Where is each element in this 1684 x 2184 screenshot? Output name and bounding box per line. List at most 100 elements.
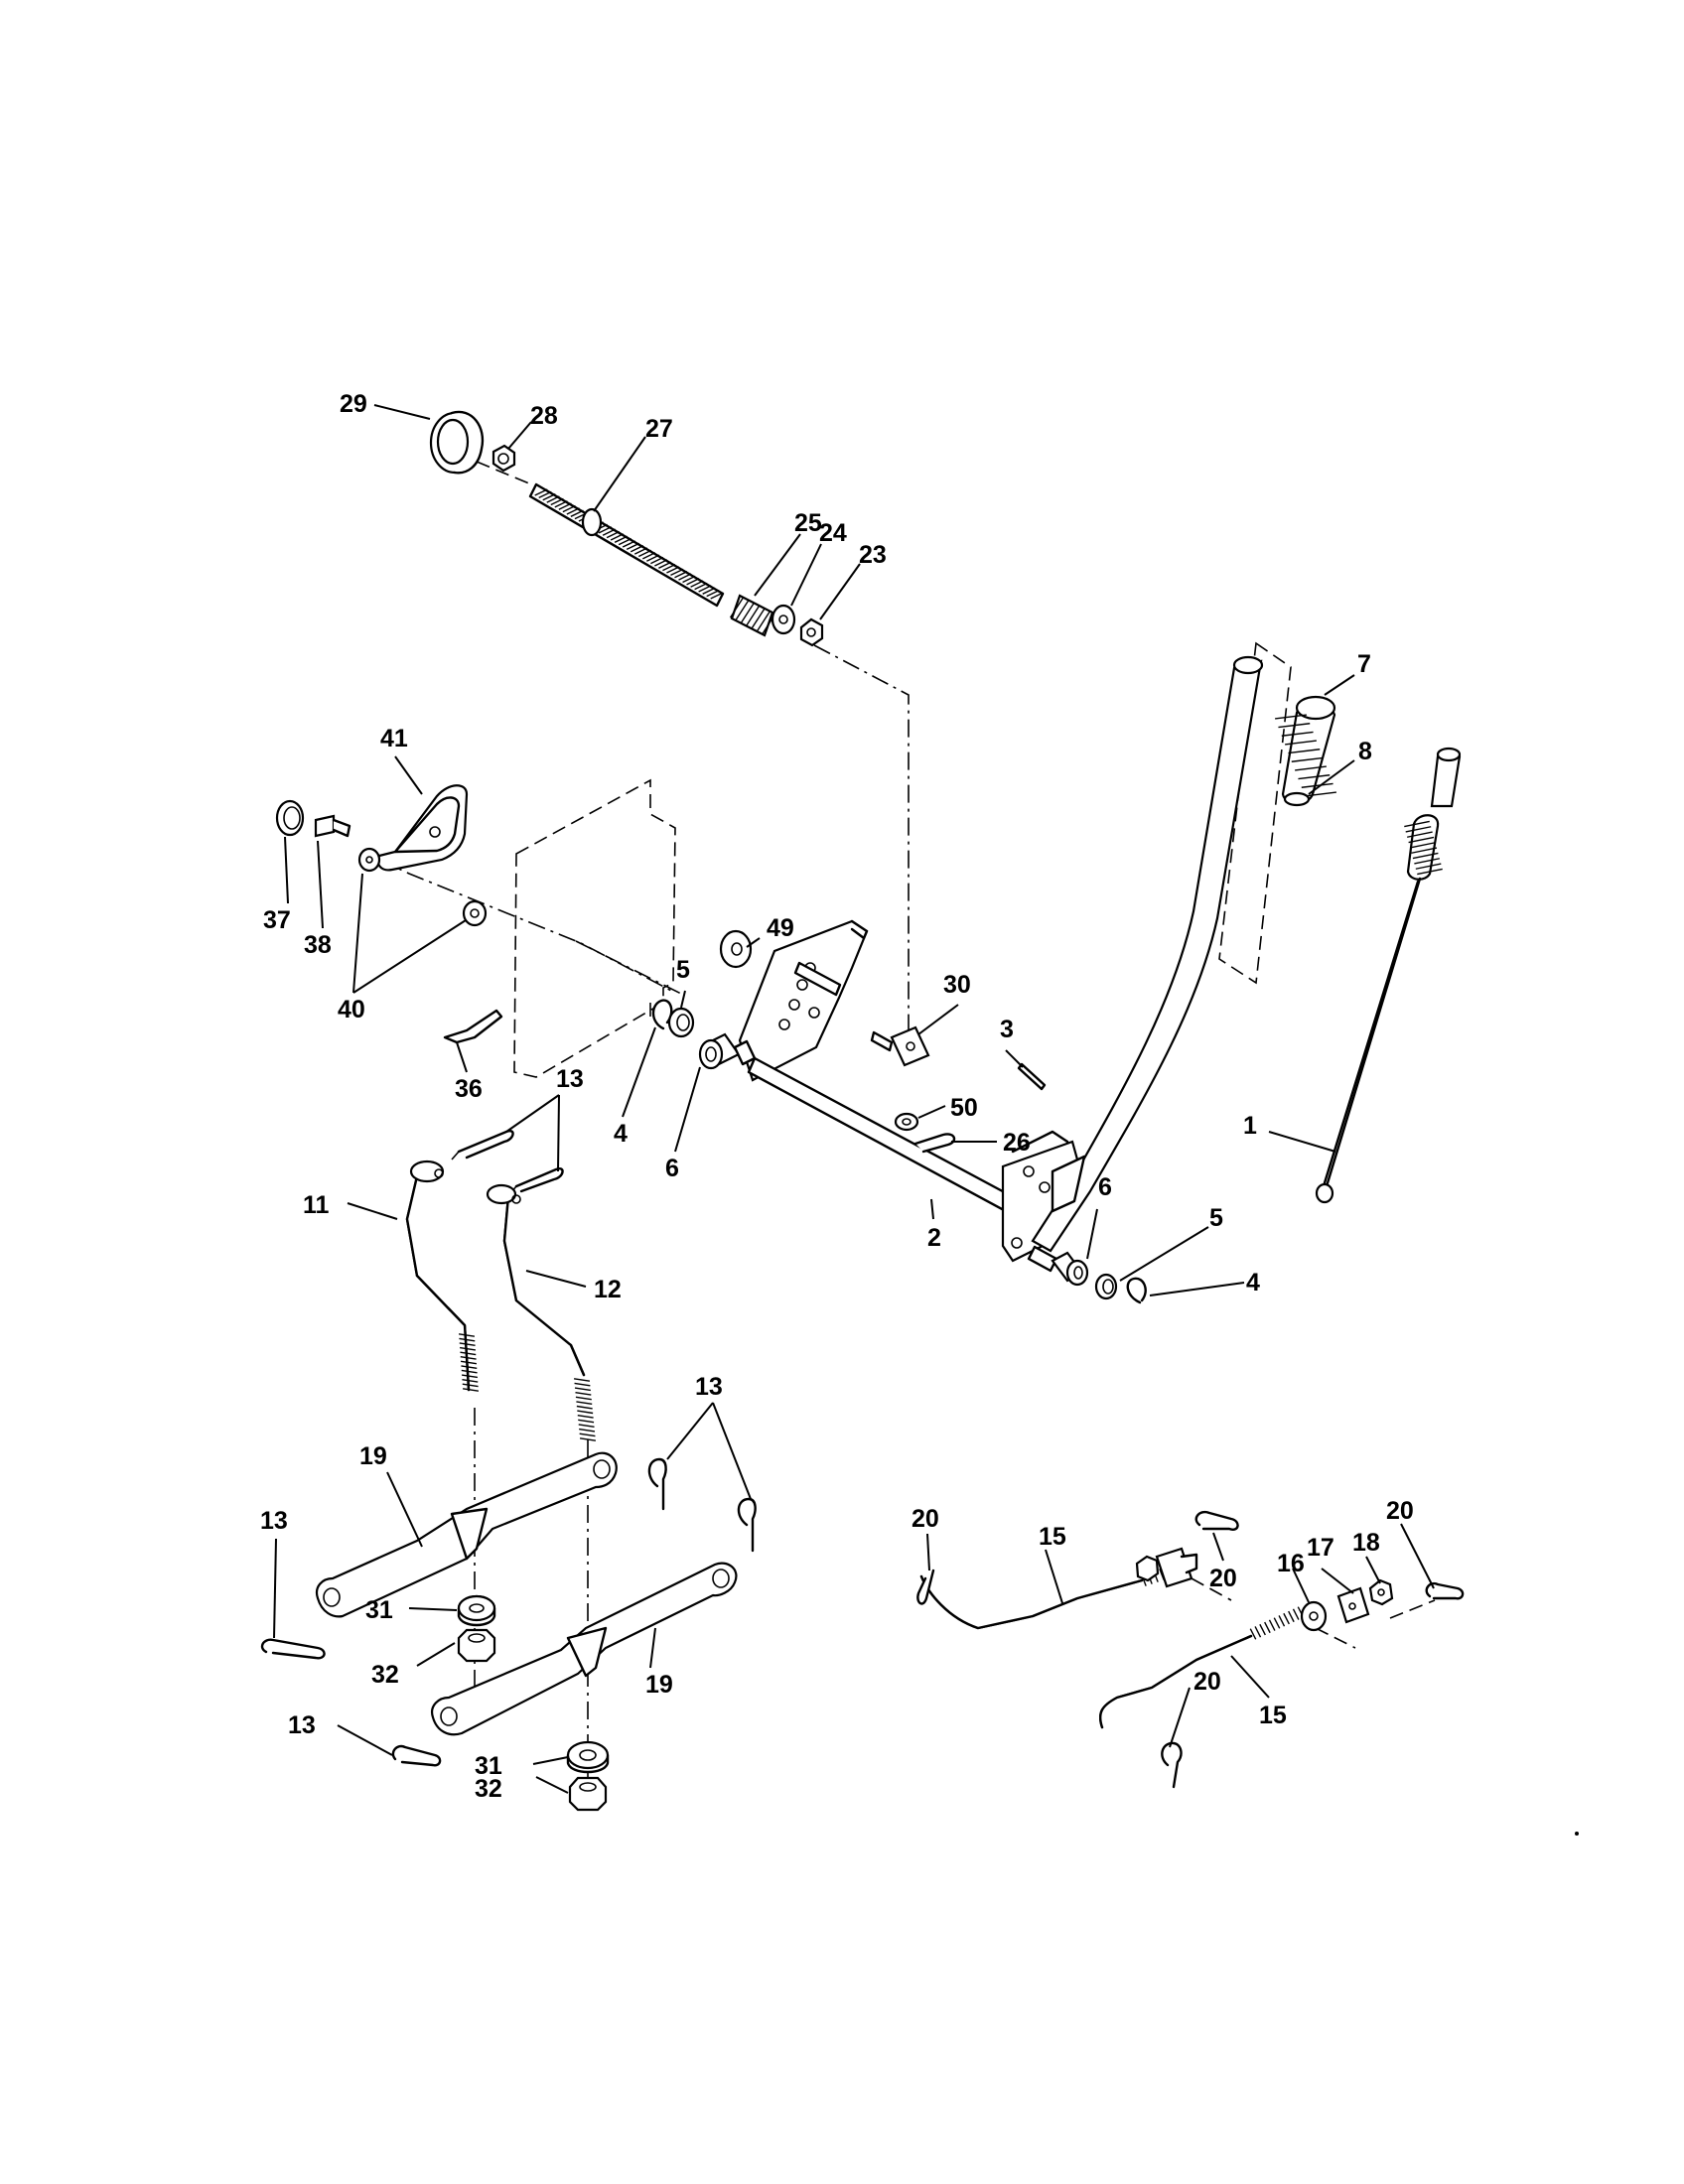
part-17-trunnion-block — [1336, 1586, 1370, 1624]
part-32-nut-lower — [568, 1776, 608, 1812]
label-41: 41 — [380, 725, 408, 752]
label-38: 38 — [304, 931, 332, 959]
frame-plate-outline — [513, 778, 676, 1078]
label-1: 1 — [1243, 1112, 1257, 1140]
part-13-hairpin-upper-left — [451, 1130, 514, 1160]
part-7-grip — [1275, 695, 1336, 805]
label-40: 40 — [338, 996, 365, 1024]
part-29-knob — [429, 410, 485, 475]
part-20-hairpin-d — [1161, 1741, 1183, 1789]
part-12-lift-link — [486, 1183, 597, 1441]
part-6-bushing-right — [1051, 1251, 1089, 1287]
part-25-spring — [729, 594, 776, 637]
part-20-hairpin-b — [1194, 1510, 1239, 1531]
part-8-ferrule — [1283, 791, 1311, 807]
part-26-hairpin — [913, 1133, 956, 1154]
label-17: 17 — [1307, 1534, 1334, 1562]
part-31-washer-lower — [566, 1740, 610, 1774]
part-19-lift-bracket-upper — [315, 1451, 618, 1618]
label-13-left: 13 — [260, 1507, 288, 1535]
label-24: 24 — [819, 519, 847, 547]
part-13-hairpin-bottom — [391, 1744, 442, 1767]
label-6-right: 6 — [1098, 1173, 1112, 1201]
label-20-c: 20 — [1386, 1497, 1414, 1525]
part-18-nut — [1368, 1578, 1394, 1606]
part-40-washer-lower — [462, 899, 488, 927]
part-38-bolt — [314, 814, 351, 838]
part-41-lift-bracket — [376, 784, 469, 872]
label-27: 27 — [645, 415, 673, 443]
label-11: 11 — [303, 1191, 330, 1219]
part-4-e-ring-right — [1126, 1277, 1147, 1304]
part-36-clip — [443, 1009, 503, 1044]
label-7: 7 — [1357, 650, 1371, 678]
part-2-lift-shaft — [733, 919, 1084, 1273]
label-20-b: 20 — [1209, 1565, 1237, 1592]
part-20-hairpin-a — [916, 1569, 935, 1605]
part-3-pin — [1017, 1062, 1047, 1091]
part-40-washer-upper — [357, 847, 381, 873]
part-16-washer — [1300, 1600, 1328, 1632]
part-13-hairpin-upper-right — [509, 1167, 564, 1194]
label-5-left: 5 — [676, 956, 690, 984]
part-50-lockwasher — [894, 1112, 919, 1132]
label-28: 28 — [530, 402, 558, 430]
callout-labels: 29 28 27 25 24 23 7 8 41 37 38 40 36 49 … — [260, 390, 1414, 1803]
lift-handle — [1031, 655, 1264, 1253]
label-50: 50 — [950, 1094, 978, 1122]
label-8: 8 — [1358, 738, 1372, 765]
label-30: 30 — [943, 971, 971, 999]
part-32-nut-upper — [457, 1628, 496, 1663]
label-20-d: 20 — [1193, 1668, 1221, 1696]
label-18: 18 — [1352, 1529, 1380, 1557]
label-29: 29 — [340, 390, 367, 418]
part-13-hairpin-mid-right — [737, 1497, 757, 1553]
label-19-lower: 19 — [645, 1671, 673, 1699]
part-15-adjust-rod-upper — [919, 1547, 1198, 1630]
part-37-ring — [275, 799, 305, 837]
label-13-upper: 13 — [556, 1065, 584, 1093]
label-12: 12 — [594, 1276, 622, 1303]
leader-lines — [273, 404, 1435, 1794]
part-24-washer — [771, 604, 796, 635]
label-26: 26 — [1003, 1129, 1031, 1157]
label-3: 3 — [1000, 1016, 1014, 1043]
part-11-lift-link — [405, 1160, 480, 1392]
label-37: 37 — [263, 906, 291, 934]
label-6-left: 6 — [665, 1155, 679, 1182]
label-5-right: 5 — [1209, 1204, 1223, 1232]
part-30-trunnion — [870, 1025, 930, 1067]
part-6-bushing-left — [698, 1032, 741, 1070]
part-27-threaded-rod — [528, 482, 725, 608]
label-49: 49 — [767, 914, 794, 942]
label-15-lower: 15 — [1259, 1702, 1287, 1729]
label-36: 36 — [455, 1075, 483, 1103]
part-20-hairpin-c — [1425, 1581, 1465, 1600]
part-31-washer-upper — [457, 1594, 496, 1627]
part-49-washer — [719, 929, 753, 969]
label-16: 16 — [1277, 1550, 1305, 1577]
part-23-nut — [799, 617, 824, 647]
label-15-upper: 15 — [1039, 1523, 1066, 1551]
part-15-adjust-rod-lower — [1098, 1606, 1305, 1729]
label-19-upper: 19 — [359, 1442, 387, 1470]
label-25: 25 — [794, 509, 822, 537]
part-13-hairpin-mid-left — [647, 1457, 667, 1511]
part-13-hairpin-left — [260, 1638, 326, 1660]
part-1-control-cable — [1315, 747, 1462, 1204]
label-32-upper: 32 — [371, 1661, 399, 1689]
label-4-right: 4 — [1246, 1269, 1260, 1297]
label-13-bottom: 13 — [288, 1711, 316, 1739]
scan-dot — [1575, 1832, 1579, 1836]
label-23: 23 — [859, 541, 887, 569]
label-31-lower: 31 — [475, 1752, 502, 1780]
part-28-nut — [491, 444, 516, 473]
part-19-lift-bracket-lower — [431, 1562, 738, 1736]
label-31-upper: 31 — [365, 1596, 393, 1624]
label-13-mid: 13 — [695, 1373, 723, 1401]
label-2: 2 — [927, 1224, 941, 1252]
label-20-a: 20 — [912, 1505, 939, 1533]
label-4-left: 4 — [614, 1120, 628, 1148]
part-5-washer-left — [667, 1007, 695, 1038]
